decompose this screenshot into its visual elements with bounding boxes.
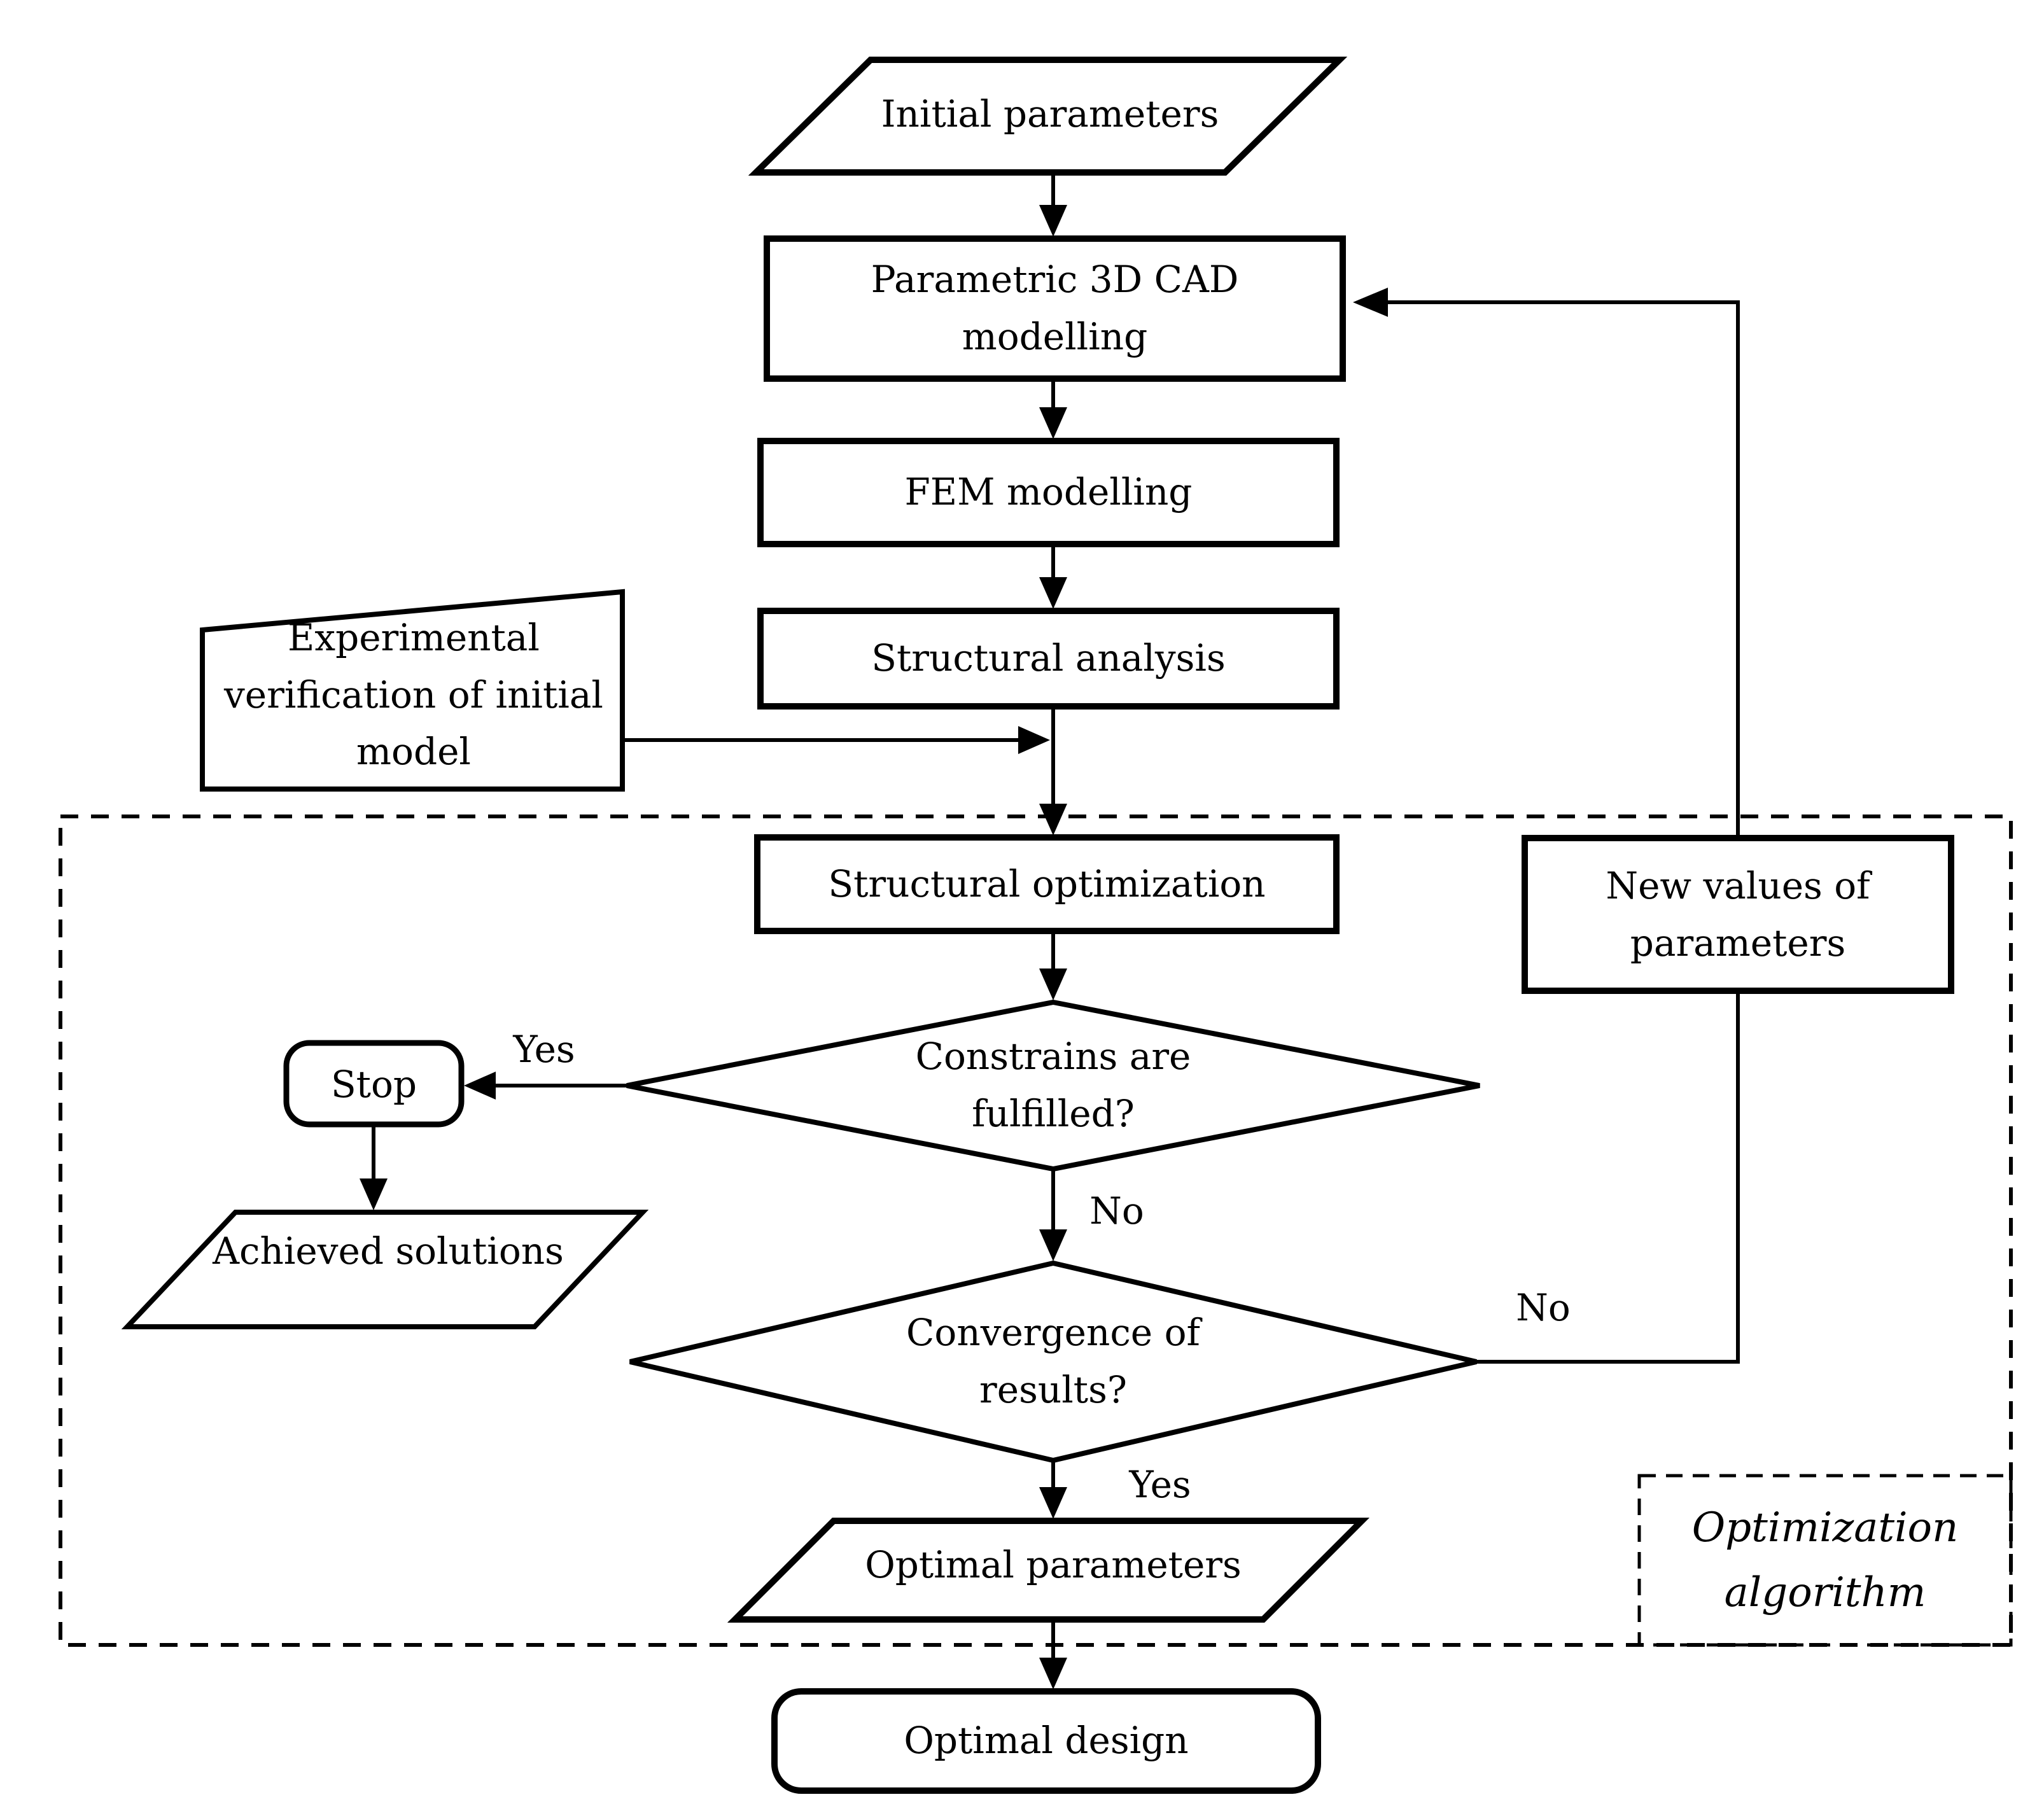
optimal-design-label: Optimal design: [904, 1719, 1189, 1763]
arrowhead: [464, 1072, 496, 1100]
arrowhead: [1039, 407, 1067, 439]
fem-modelling-label: FEM modelling: [904, 470, 1193, 514]
arrowhead: [1039, 577, 1067, 609]
constraints-fulfilled-diamond: [626, 999, 1480, 1172]
optimal-parameters-label: Optimal parameters: [865, 1543, 1242, 1587]
parametric-cad-shape: [764, 235, 1346, 382]
edge-experimental-to-flow: [622, 726, 1050, 754]
edge-yes-to-stop: [464, 1072, 627, 1100]
convergence-label: Convergence of results?: [906, 1311, 1200, 1411]
arrowhead: [1039, 1487, 1067, 1519]
edge-yes-to-optimal-parameters: [1039, 1460, 1067, 1519]
structural-optimization-label: Structural optimization: [828, 862, 1266, 906]
constraints-fulfilled-label: Constrains are fulfilled?: [915, 1035, 1191, 1135]
convergence-diamond: [629, 1260, 1477, 1464]
edge-label-yes-to-stop: Yes: [513, 1028, 575, 1072]
arrowhead-into-parametric-cad: [1353, 288, 1388, 317]
edge-label-no-to-new-values: No: [1516, 1286, 1571, 1330]
edge-cad-to-fem: [1039, 379, 1067, 439]
initial-parameters-label: Initial parameters: [881, 92, 1219, 136]
edge-fem-to-analysis: [1039, 544, 1067, 609]
stop-shape: [283, 1040, 465, 1128]
structural-optimization-shape: [754, 834, 1340, 934]
optimal-parameters-shape: [727, 1518, 1370, 1623]
optimal-design-shape: [771, 1688, 1321, 1794]
achieved-solutions-shape: [121, 1210, 649, 1329]
achieved-solutions-label: Achieved solutions: [213, 1229, 564, 1273]
stop-label: Stop: [330, 1063, 417, 1107]
initial-parameters-shape: [748, 57, 1348, 176]
optimization-algorithm-label-box: [1637, 1474, 2013, 1647]
arrowhead: [1039, 1658, 1067, 1689]
arrowhead: [1039, 968, 1067, 1000]
edge-optimal-parameters-to-design: [1039, 1619, 1067, 1689]
edge-optimization-to-constraints: [1039, 931, 1067, 1000]
arrowhead: [1018, 726, 1050, 754]
new-values-label: New values of parameters: [1606, 864, 1870, 965]
structural-analysis-shape: [757, 608, 1340, 710]
structural-analysis-label: Structural analysis: [871, 636, 1226, 680]
experimental-verification-shape: [200, 589, 625, 792]
edge-analysis-to-optimization: [1039, 706, 1067, 836]
experimental-verification-label: Experimental verification of initial mod…: [224, 615, 603, 774]
edge-stop-to-achieved: [360, 1124, 388, 1210]
edge-no-to-convergence: [1039, 1169, 1067, 1261]
arrowhead: [360, 1178, 388, 1210]
parametric-cad-label: Parametric 3D CAD modelling: [871, 258, 1239, 358]
new-values-shape: [1522, 835, 1954, 994]
optimization-algorithm-region-border: [59, 815, 2013, 1647]
edge-no-feedback-loop: [1353, 288, 1740, 1364]
fem-modelling-shape: [757, 438, 1340, 547]
arrowhead: [1039, 804, 1067, 836]
edge-label-no-to-convergence: No: [1089, 1189, 1144, 1233]
edge-initial-to-cad: [1039, 172, 1067, 237]
arrowhead: [1039, 205, 1067, 237]
optimization-algorithm-region-label: Optimization algorithm: [1691, 1504, 1959, 1616]
edge-label-yes-to-optimal-parameters: Yes: [1129, 1463, 1191, 1507]
arrowhead: [1039, 1229, 1067, 1261]
